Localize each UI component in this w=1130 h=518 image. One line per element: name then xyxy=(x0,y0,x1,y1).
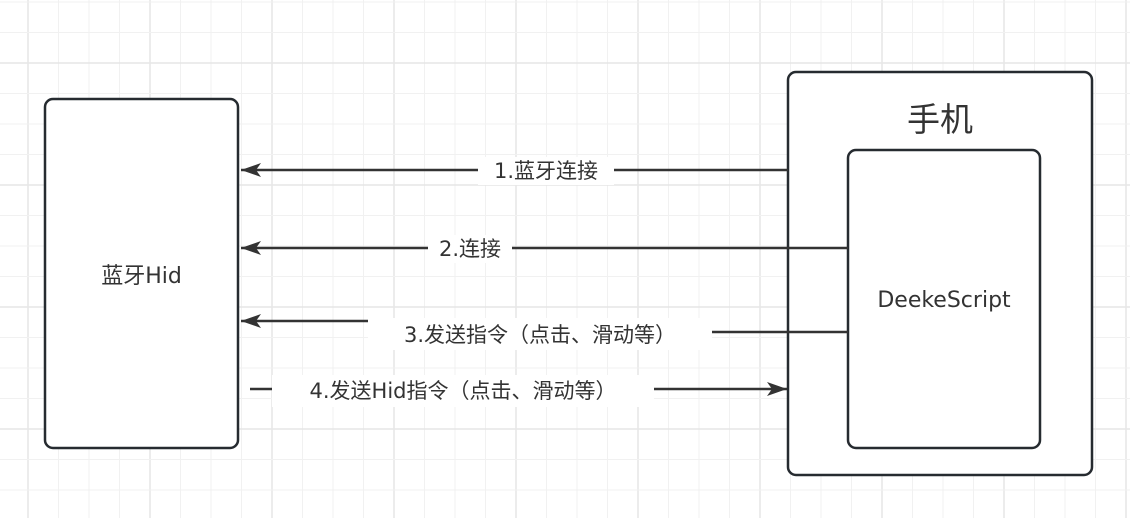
edge-3-label: 3.发送指令（点击、滑动等） xyxy=(404,323,676,347)
edge-1-bluetooth-connect[interactable]: 1.蓝牙连接 xyxy=(241,157,788,185)
node-bluetooth-hid[interactable]: 蓝牙Hid xyxy=(43,97,240,450)
edge-2-label-bg xyxy=(428,235,512,263)
edge-2-label: 2.连接 xyxy=(439,237,501,261)
edge-4-send-hid-command[interactable]: 4.发送Hid指令（点击、滑动等） xyxy=(250,375,787,407)
edge-3-label-bg xyxy=(368,318,712,350)
edge-4-label-bg xyxy=(272,375,654,407)
node-deekescript[interactable]: DeekeScript xyxy=(846,148,1042,450)
edge-1-label: 1.蓝牙连接 xyxy=(494,159,598,183)
edge-3-send-command[interactable]: 3.发送指令（点击、滑动等） xyxy=(241,314,848,350)
edge-1-label-bg xyxy=(478,157,614,185)
edge-2-connect[interactable]: 2.连接 xyxy=(241,235,848,263)
bluetooth-hid-label: 蓝牙Hid xyxy=(101,264,182,289)
phone-title: 手机 xyxy=(907,100,973,139)
deekescript-box[interactable] xyxy=(846,148,1042,450)
edge-4-label: 4.发送Hid指令（点击、滑动等） xyxy=(310,379,617,403)
deekescript-label: DeekeScript xyxy=(877,288,1011,313)
bluetooth-hid-box[interactable] xyxy=(43,97,240,450)
